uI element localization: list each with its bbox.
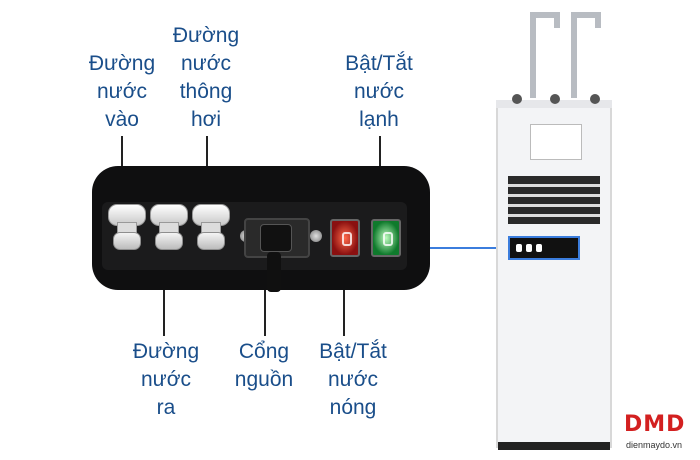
brand-logo: DMD dienmaydo.vn	[624, 412, 694, 450]
faucet-left-tip	[554, 12, 560, 28]
label-vent-line3: thông	[179, 80, 233, 103]
fitting-cap	[197, 232, 225, 250]
fitting-icon	[536, 244, 542, 252]
logo-site: dienmaydo.vn	[626, 440, 683, 450]
label-water-in-line1: Đường	[88, 52, 156, 75]
faucet-left-stem	[530, 14, 536, 98]
label-vent-line1: Đường	[172, 24, 240, 47]
label-cold-line2: nước	[353, 80, 404, 103]
knob-icon	[512, 94, 522, 104]
zoom-connector-line	[430, 247, 508, 249]
vent-slat	[508, 204, 600, 207]
knob-icon	[590, 94, 600, 104]
water-purifier-body	[496, 108, 612, 448]
label-hot-line2: nước	[327, 368, 378, 391]
leader-water-out	[163, 254, 165, 336]
vent-slat	[508, 194, 600, 197]
label-water-out: Đường nước ra	[132, 338, 200, 422]
cold-water-switch	[371, 219, 401, 257]
logo-text: DMD	[624, 412, 686, 437]
water-out-fitting	[150, 204, 188, 250]
power-symbol-icon	[342, 232, 352, 246]
power-symbol-icon	[383, 232, 393, 246]
label-water-in-line3: vào	[105, 108, 139, 131]
label-out-line2: nước	[140, 368, 191, 391]
back-panel-zoom	[92, 166, 430, 292]
machine-base	[498, 442, 610, 450]
label-out-line1: Đường	[132, 340, 200, 363]
rear-vent	[508, 176, 600, 224]
vent-fitting	[192, 204, 230, 250]
vent-slat	[508, 184, 600, 187]
label-hot-switch: Bật/Tắt nước nóng	[312, 338, 394, 422]
leader-power	[264, 272, 266, 336]
fitting-icon	[526, 244, 532, 252]
label-vent-water: Đường nước thông hơi	[170, 22, 242, 134]
faucet-right-stem	[571, 14, 577, 98]
label-water-in-line2: nước	[96, 80, 147, 103]
hot-water-switch	[330, 219, 360, 257]
label-cold-switch: Bật/Tắt nước lạnh	[338, 50, 420, 134]
spec-sticker	[530, 124, 582, 160]
knob-icon	[550, 94, 560, 104]
label-out-line3: ra	[156, 396, 176, 419]
label-power-line1: Cổng	[238, 340, 290, 363]
faucet-right-tip	[595, 12, 601, 28]
vent-slat	[508, 214, 600, 217]
power-cable	[267, 252, 281, 292]
label-vent-line2: nước	[180, 52, 231, 75]
faucet-right-arm	[571, 12, 599, 18]
label-water-in: Đường nước vào	[88, 50, 156, 134]
faucet-left-arm	[530, 12, 558, 18]
leader-hot	[343, 246, 345, 336]
label-power-line2: nguồn	[234, 368, 294, 391]
fitting-icon	[516, 244, 522, 252]
label-cold-line1: Bật/Tắt	[345, 52, 413, 75]
water-in-fitting	[108, 204, 146, 250]
fitting-cap	[155, 232, 183, 250]
label-cold-line3: lạnh	[359, 108, 399, 131]
fitting-cap	[113, 232, 141, 250]
label-hot-line3: nóng	[329, 396, 377, 419]
rear-panel-highlight	[508, 236, 580, 260]
label-hot-line1: Bật/Tắt	[319, 340, 387, 363]
label-vent-line4: hơi	[190, 108, 222, 131]
label-power-port: Cổng nguồn	[228, 338, 300, 394]
screw-icon	[310, 230, 322, 242]
power-plug	[260, 224, 292, 252]
